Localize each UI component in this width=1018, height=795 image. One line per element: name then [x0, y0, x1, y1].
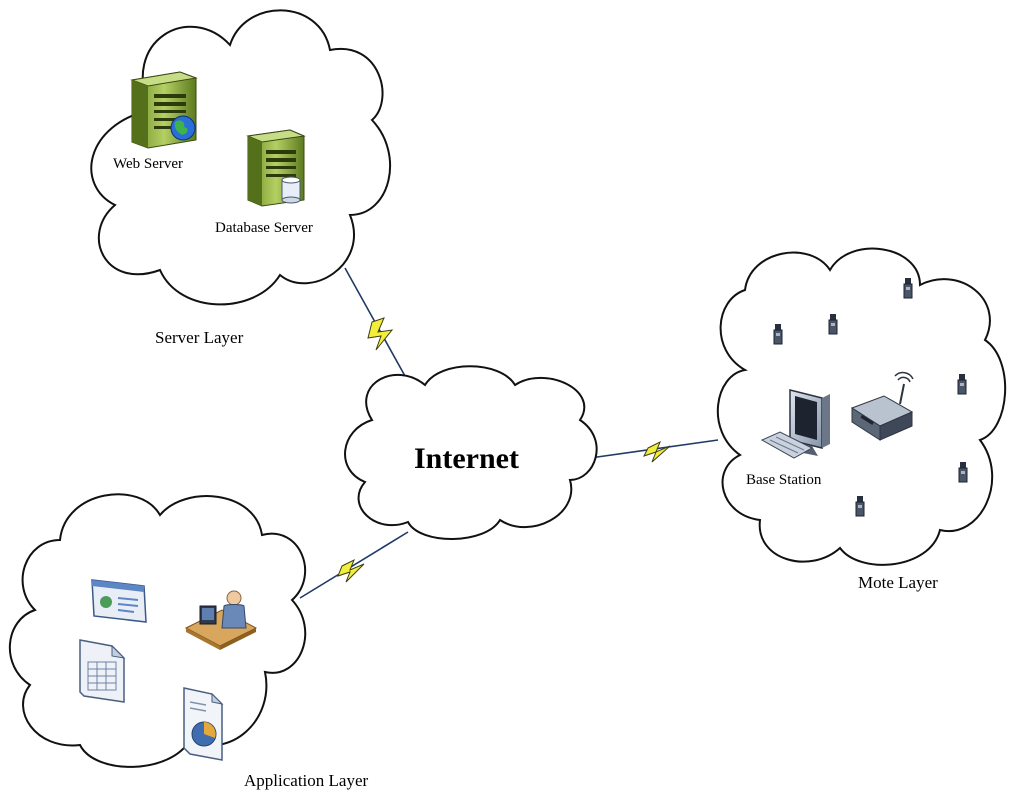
server-layer-label: Server Layer — [155, 328, 244, 347]
internet-cloud — [344, 365, 598, 540]
sensor-mote-icon — [958, 462, 968, 483]
sensor-mote-icon — [855, 496, 865, 517]
desktop-computer-icon — [789, 389, 830, 456]
sensor-mote-icon — [957, 374, 967, 395]
sensor-mote-icon — [903, 278, 913, 299]
pie-chart-report-icon — [183, 687, 224, 761]
mote-layer-label: Mote Layer — [858, 573, 938, 592]
globe-icon — [170, 115, 196, 141]
database-server-label: Database Server — [215, 220, 313, 236]
web-server-label: Web Server — [113, 156, 183, 172]
user-at-desk-icon — [184, 590, 258, 650]
internet-label: Internet — [414, 442, 519, 475]
sensor-mote-icon — [773, 324, 783, 345]
wireless-router-icon — [850, 371, 914, 441]
application-layer-label: Application Layer — [244, 771, 368, 790]
database-cylinder-icon — [281, 176, 301, 204]
dashboard-icon — [91, 579, 147, 623]
web-server-icon — [130, 71, 198, 149]
sensor-motes — [773, 278, 968, 517]
lightning-bolt-icon — [367, 317, 394, 351]
sensor-mote-icon — [828, 314, 838, 335]
application-layer-cloud — [8, 493, 307, 768]
database-server-icon — [246, 129, 306, 207]
link-application-internet — [299, 531, 409, 599]
keyboard-icon — [760, 431, 814, 459]
lightning-bolt-icon — [337, 558, 365, 583]
lightning-bolt-icon — [643, 440, 671, 463]
spreadsheet-icon — [79, 639, 126, 703]
connection-links — [299, 267, 719, 599]
base-station-label: Base Station — [746, 472, 822, 488]
